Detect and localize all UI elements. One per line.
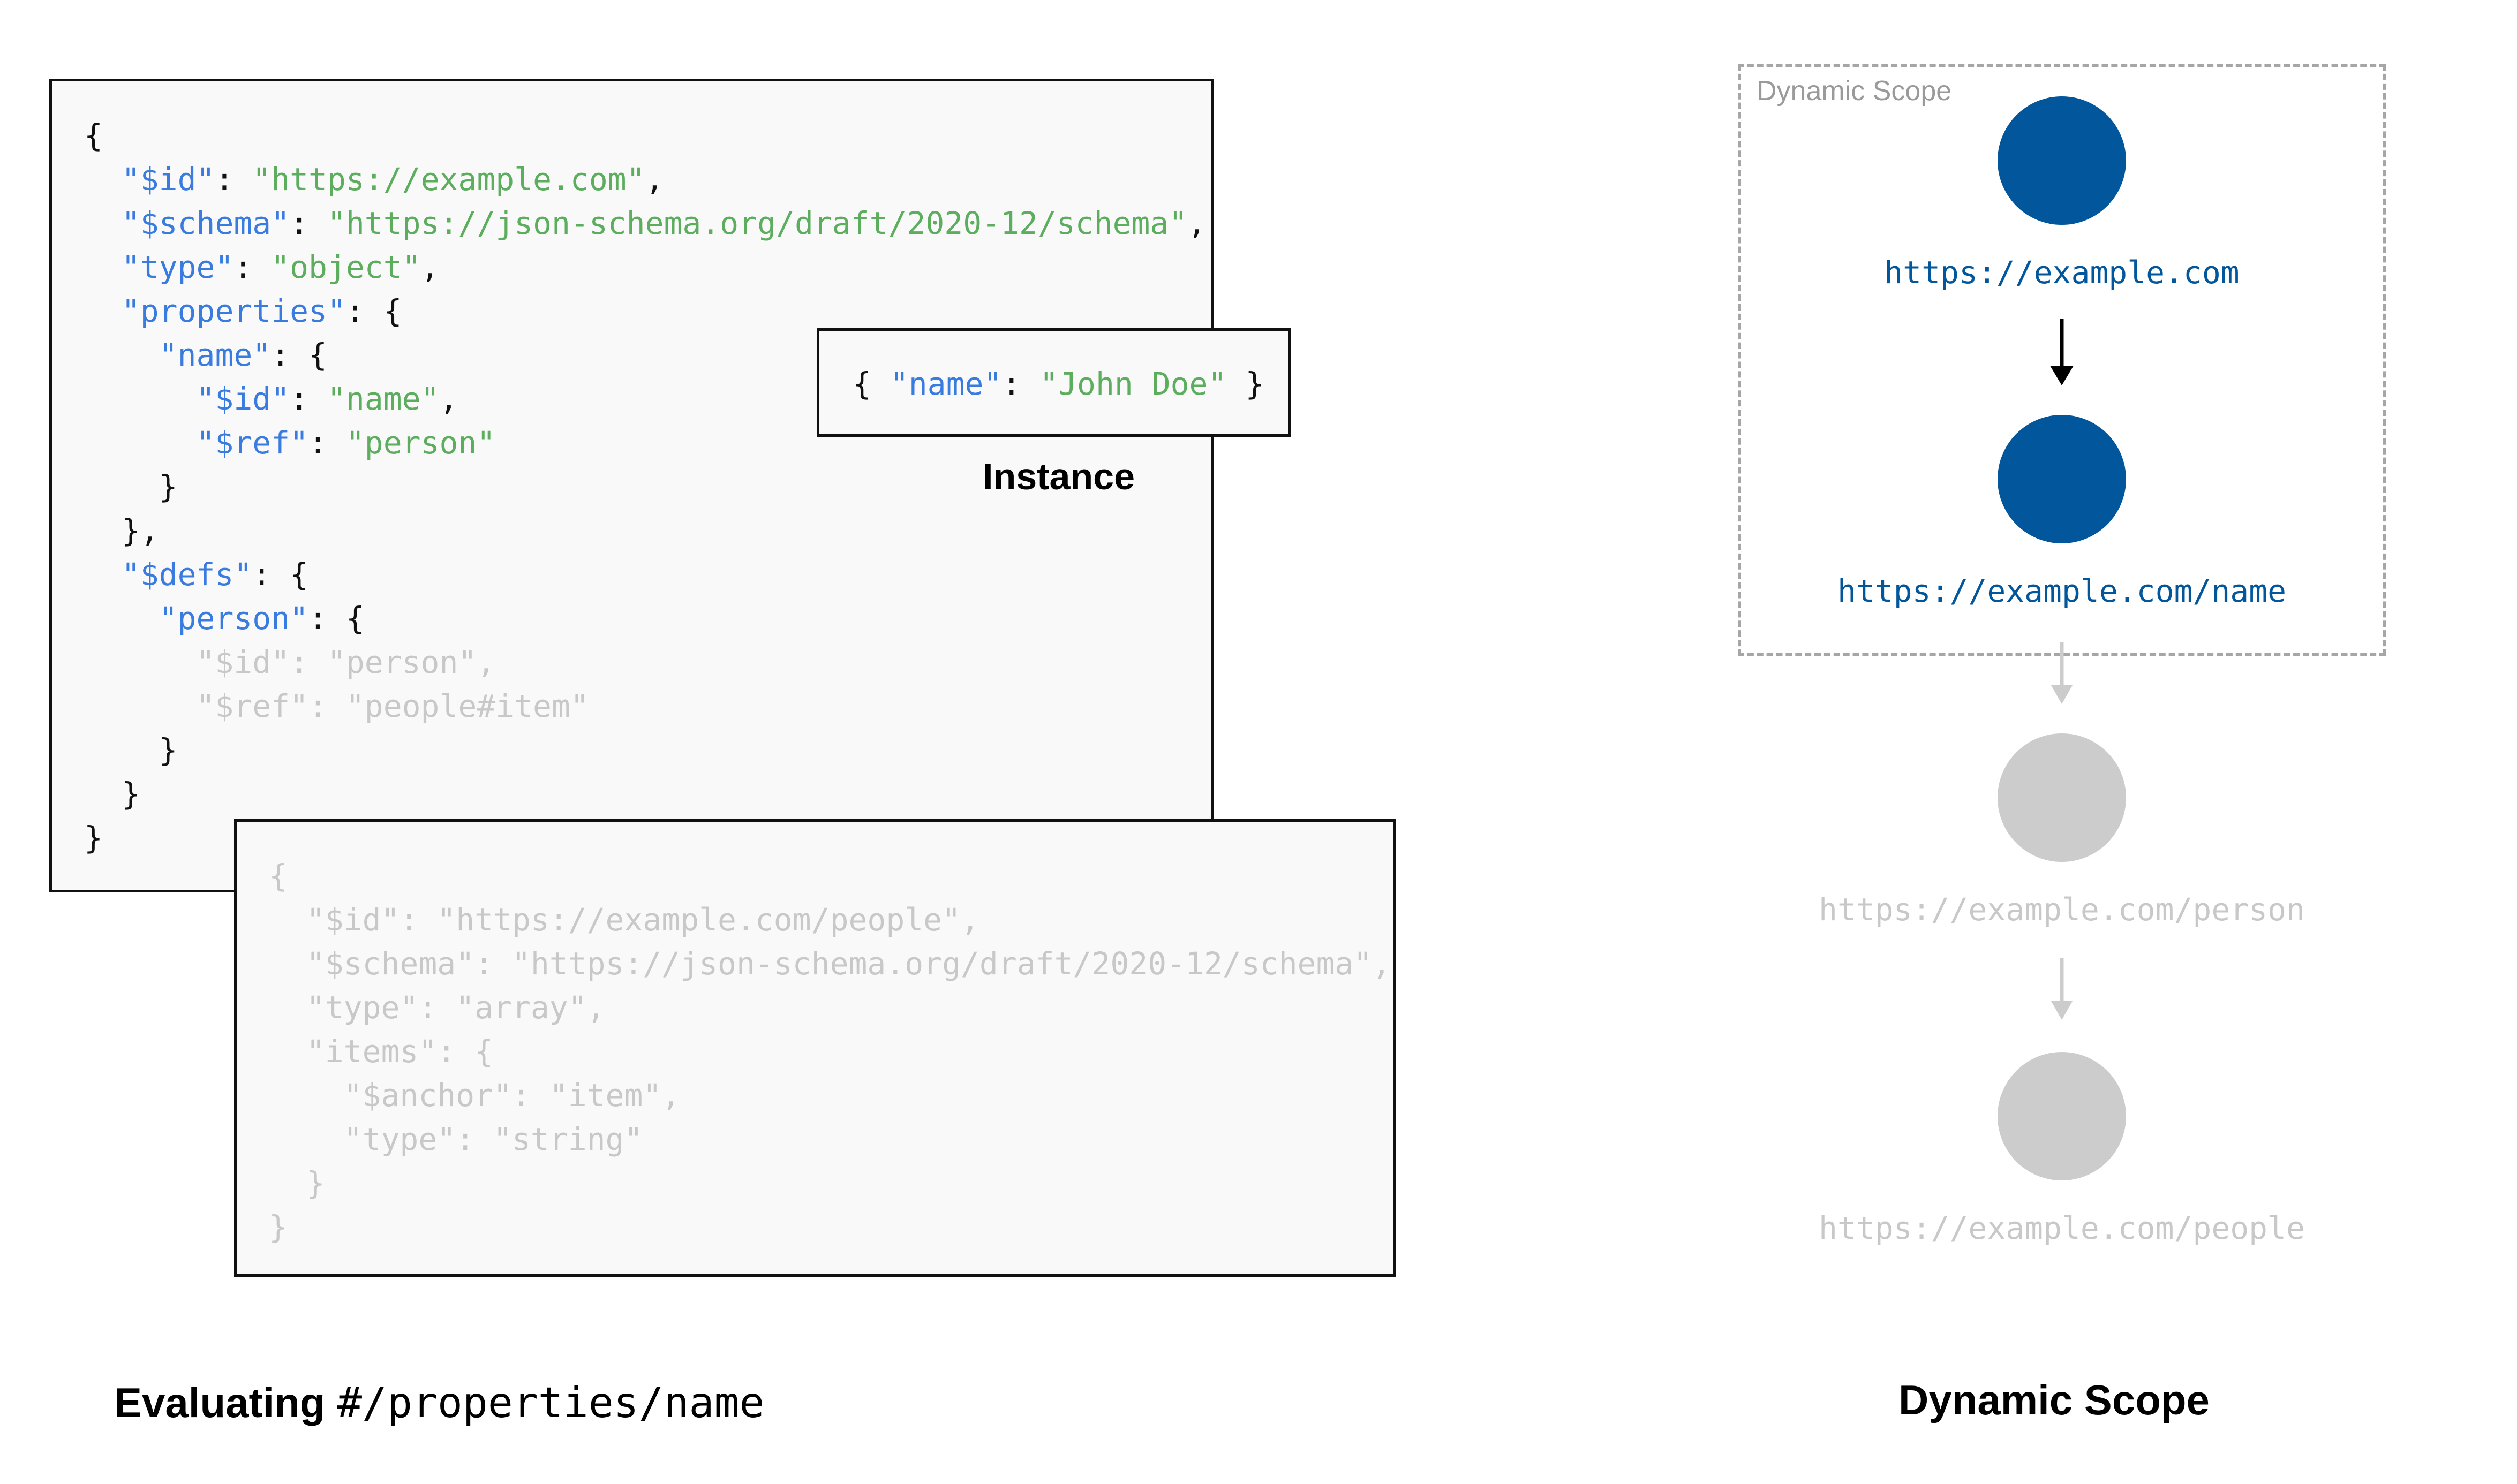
schema_panel-line: } [84, 816, 1206, 860]
schema_panel-token: , [645, 161, 664, 198]
schema_panel-token: "properties" [121, 293, 346, 329]
schema-code: { "$id": "https://example.com", "$schema… [84, 113, 1206, 860]
schema_panel-token: } [84, 776, 140, 812]
evaluating-caption: Evaluating #/properties/name [114, 1379, 764, 1427]
schema_panel-line: "$id": "person", [84, 640, 1206, 684]
schema_panel-token: : { [271, 337, 327, 373]
schema_panel-token: "object" [271, 249, 421, 285]
schema_panel-token [84, 600, 159, 637]
schema_panel-token [84, 205, 122, 241]
scope-node-3-label: https://example.com/person [1819, 891, 2305, 928]
people-schema-line: { [269, 858, 288, 894]
schema_panel-line: "type": "object", [84, 245, 1206, 289]
schema_panel-token [84, 556, 122, 593]
schema_panel-line: "name": { [84, 333, 1206, 377]
schema_panel-token: "$ref" [196, 425, 309, 461]
schema_panel-token: } [84, 468, 178, 505]
schema_panel-token: : { [345, 293, 402, 329]
schema_panel-token: : [290, 381, 327, 417]
schema_panel-token: : { [308, 600, 365, 637]
evaluating-pointer: #/properties/name [337, 1379, 765, 1427]
scope-node-2-label: https://example.com/name [1837, 573, 2287, 609]
schema_panel-token: "person" [345, 425, 496, 461]
scope-node-4 [1998, 1052, 2126, 1180]
schema_panel-token [84, 161, 122, 198]
people-schema-line: } [269, 1209, 288, 1245]
schema_panel-token: "name" [159, 337, 272, 373]
people-schema-line: "type": "array", [269, 989, 606, 1026]
instance-line: { "name": "John Doe" } [853, 362, 1264, 406]
scope-arrow-2 [2051, 642, 2073, 704]
schema_panel-line: { [84, 113, 1206, 157]
instance-token: } [1226, 366, 1264, 402]
scope-node-1-label: https://example.com [1884, 254, 2240, 291]
schema_panel-line: "$ref": "people#item" [84, 684, 1206, 728]
people-schema-line: "$id": "https://example.com/people", [269, 902, 979, 938]
instance-panel: { "name": "John Doe" } [817, 328, 1291, 437]
schema_panel-token: : [215, 161, 253, 198]
schema_panel-token: "$id": "person", [84, 644, 496, 680]
schema_panel-line: "properties": { [84, 289, 1206, 333]
schema_panel-token: , [420, 249, 440, 285]
people-schema-line: "items": { [269, 1033, 494, 1070]
scope-node-2 [1998, 415, 2126, 543]
schema_panel-line: }, [84, 509, 1206, 552]
instance-token: { [853, 366, 890, 402]
schema_panel-token: : [290, 205, 327, 241]
people-schema-line: } [269, 1165, 325, 1201]
schema_panel-line: "$schema": "https://json-schema.org/draf… [84, 201, 1206, 245]
schema_panel-token: "$schema" [121, 205, 290, 241]
schema_panel-token [84, 293, 122, 329]
schema_panel-line: } [84, 772, 1206, 816]
schema_panel-token: , [1187, 205, 1207, 241]
schema_panel-line: } [84, 728, 1206, 772]
schema_panel-token: , [439, 381, 458, 417]
schema_panel-token [84, 381, 197, 417]
schema_panel-token: : { [252, 556, 309, 593]
schema_panel-token: } [84, 820, 103, 856]
schema_panel-token: "person" [159, 600, 309, 637]
scope-arrow-1 [2050, 319, 2074, 385]
dynamic-scope-box-title: Dynamic Scope [1757, 75, 1952, 107]
instance-caption: Instance [983, 456, 1135, 497]
schema_panel-token: "$defs" [121, 556, 253, 593]
schema_panel-token: "$id" [121, 161, 215, 198]
schema_panel-token: }, [84, 512, 159, 549]
scope-node-1 [1998, 96, 2126, 225]
people-schema-line: "$anchor": "item", [269, 1077, 681, 1114]
schema_panel-token: "https://json-schema.org/draft/2020-12/s… [327, 205, 1188, 241]
schema_panel-token: "$id" [196, 381, 290, 417]
schema_panel-token: "https://example.com" [252, 161, 645, 198]
people-schema-line: "type": "string" [269, 1121, 643, 1157]
schema_panel-line: "$defs": { [84, 552, 1206, 596]
scope-node-3 [1998, 733, 2126, 862]
schema_panel-line: "$id": "https://example.com", [84, 157, 1206, 201]
schema-panel: { "$id": "https://example.com", "$schema… [49, 79, 1214, 892]
schema_panel-line: } [84, 465, 1206, 509]
schema_panel-token: : [308, 425, 346, 461]
schema_panel-token: } [84, 732, 178, 768]
schema_panel-token [84, 425, 197, 461]
schema_panel-token [84, 337, 159, 373]
schema_panel-token: "$ref": "people#item" [84, 688, 589, 724]
evaluating-label: Evaluating [114, 1379, 337, 1426]
schema_panel-token: : [233, 249, 272, 285]
schema_panel-line: "$ref": "person" [84, 421, 1206, 465]
people-schema-line: "$schema": "https://json-schema.org/draf… [269, 945, 1391, 982]
schema_panel-token: "type" [121, 249, 234, 285]
instance-token: "name" [890, 366, 1003, 402]
schema_panel-line: "person": { [84, 596, 1206, 640]
instance-token: : [1002, 366, 1040, 402]
schema_panel-token: { [84, 117, 103, 154]
instance-token: "John Doe" [1039, 366, 1227, 402]
people-schema-panel: { "$id": "https://example.com/people", "… [234, 819, 1396, 1277]
dynamic-scope-caption: Dynamic Scope [1898, 1376, 2210, 1424]
schema_panel-token [84, 249, 122, 285]
people-schema-code: { "$id": "https://example.com/people", "… [269, 854, 1391, 1249]
schema_panel-line: "$id": "name", [84, 377, 1206, 421]
instance-code: { "name": "John Doe" } [853, 362, 1264, 406]
scope-node-4-label: https://example.com/people [1819, 1210, 2305, 1246]
schema_panel-token: "name" [327, 381, 440, 417]
scope-arrow-3 [2051, 958, 2073, 1020]
